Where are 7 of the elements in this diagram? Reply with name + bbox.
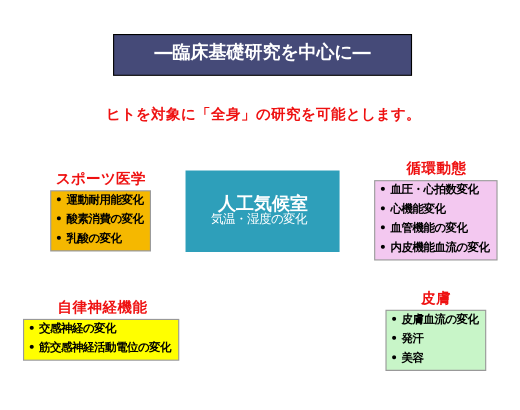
node-label: 自律神経機能	[58, 298, 148, 316]
node-label: 循環動態	[406, 160, 466, 178]
node-box: 人工気候室 気温・湿度の変化	[186, 170, 340, 252]
node-label: 皮膚	[421, 290, 452, 307]
node-label: スポーツ医学	[56, 170, 146, 188]
label: ヒトを対象に「全身」の研究を可能とします。	[106, 106, 422, 123]
node-box: ―臨床基礎研究を中心に―	[113, 34, 412, 76]
